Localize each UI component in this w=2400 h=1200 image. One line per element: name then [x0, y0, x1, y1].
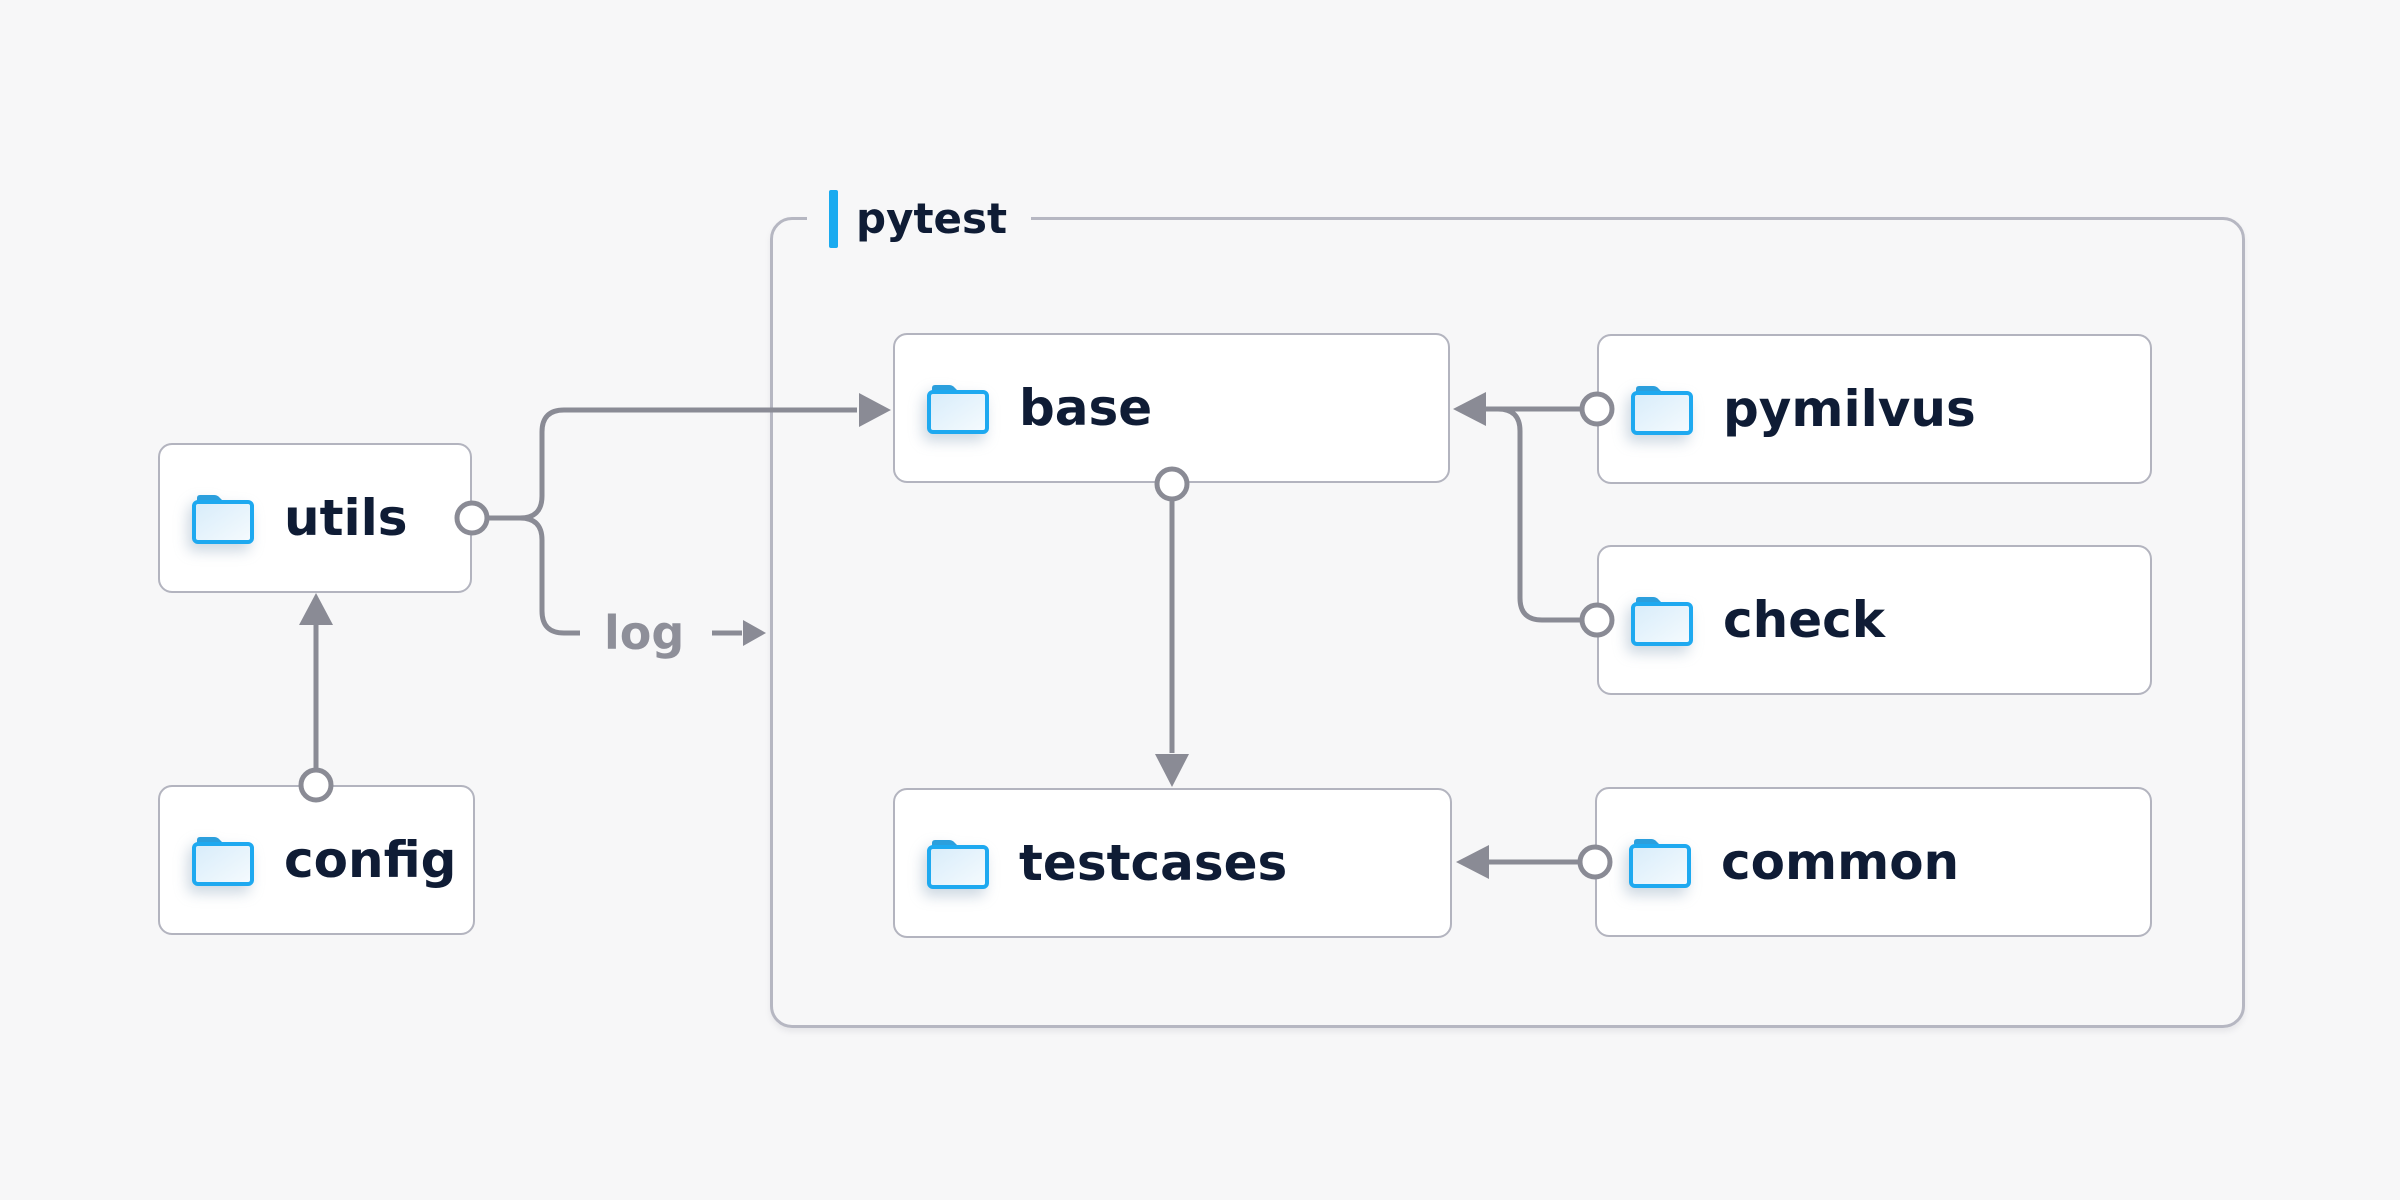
- folder-icon: [1631, 386, 1693, 435]
- node-base: base: [893, 333, 1450, 483]
- node-label: check: [1723, 591, 1886, 649]
- node-pymilvus: pymilvus: [1597, 334, 2152, 484]
- folder-icon: [927, 385, 989, 434]
- node-check: check: [1597, 545, 2152, 695]
- node-common: common: [1595, 787, 2152, 937]
- arrowhead: [299, 593, 333, 625]
- node-label: pymilvus: [1723, 380, 1976, 438]
- folder-icon: [192, 837, 254, 886]
- node-label: config: [284, 831, 457, 889]
- node-config: config: [158, 785, 475, 935]
- arrowhead: [743, 620, 766, 646]
- edge-label-log: log: [604, 606, 685, 660]
- node-label: testcases: [1019, 834, 1288, 892]
- node-utils: utils: [158, 443, 472, 593]
- folder-icon: [927, 840, 989, 889]
- pytest-container: pytest: [770, 186, 2245, 1028]
- folder-icon: [1631, 597, 1693, 646]
- pytest-container-title: pytest: [856, 194, 1008, 243]
- node-testcases: testcases: [893, 788, 1452, 938]
- edge-config-to-utils: [298, 593, 334, 803]
- pytest-container-label: pytest: [807, 186, 1032, 252]
- node-label: common: [1721, 833, 1960, 891]
- accent-bar: [829, 190, 838, 248]
- node-label: base: [1019, 379, 1153, 437]
- folder-icon: [192, 495, 254, 544]
- folder-icon: [1629, 839, 1691, 888]
- node-label: utils: [284, 489, 408, 547]
